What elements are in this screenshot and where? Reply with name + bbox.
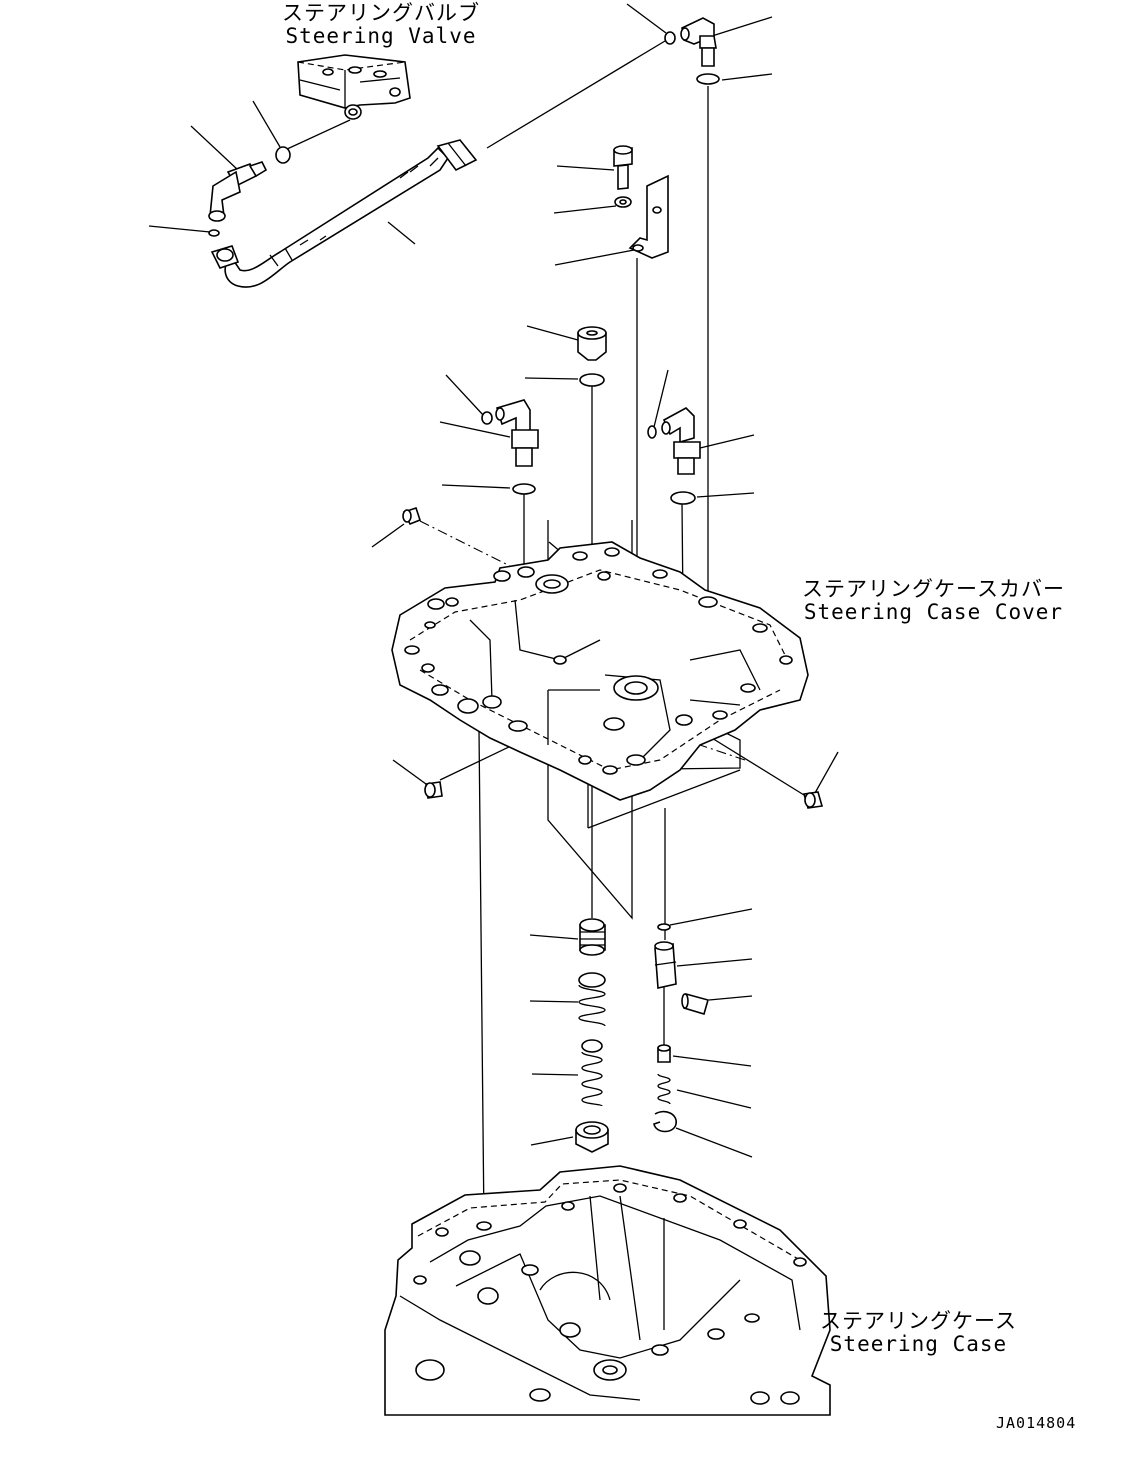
steering-case-label-en: Steering Case (829, 1332, 1008, 1357)
bolt-axis (699, 744, 746, 761)
valve-spool (579, 918, 606, 956)
plug (577, 326, 607, 387)
elbow-fitting-left (208, 146, 291, 237)
steering-case-cover-label-en: Steering Case Cover (803, 600, 1064, 625)
elbow-fitting-mid-right (647, 407, 701, 505)
elbow-fitting-top (664, 17, 720, 85)
bolt-axis (419, 520, 511, 567)
steering-case-cover-label-jp: ステアリングケースカバー (802, 577, 1065, 601)
steering-valve-label: ステアリングバルブ Steering Valve (282, 1, 480, 49)
bolt-washer-bracket (613, 145, 669, 259)
spring-seat (575, 1121, 609, 1153)
steering-case (384, 1165, 831, 1416)
steering-case-label: ステアリングケース Steering Case (820, 1309, 1017, 1357)
pin (681, 992, 709, 1015)
elbow-fitting-mid-left (481, 399, 539, 495)
small-o-ring (657, 923, 671, 931)
snap-ring (653, 1110, 677, 1133)
steering-valve-label-en: Steering Valve (285, 24, 477, 49)
steering-case-cover-label: ステアリングケースカバー Steering Case Cover (802, 577, 1065, 625)
small-spring (657, 1073, 671, 1105)
leader-lines (148, 3, 839, 1158)
outer-spring (578, 972, 606, 1027)
steering-valve-label-jp: ステアリングバルブ (282, 1, 480, 25)
bolt-right (802, 791, 824, 809)
bolt-left-top (402, 506, 421, 526)
steering-case-label-jp: ステアリングケース (820, 1309, 1017, 1333)
steering-case-cover (391, 541, 809, 801)
inner-spring (581, 1039, 603, 1107)
valve-body (654, 941, 677, 989)
steering-valve (297, 54, 411, 120)
bolt-left-bottom (424, 781, 443, 799)
hose (210, 139, 478, 288)
small-plunger (657, 1044, 671, 1063)
drawing-code: JA014804 (996, 1414, 1077, 1432)
